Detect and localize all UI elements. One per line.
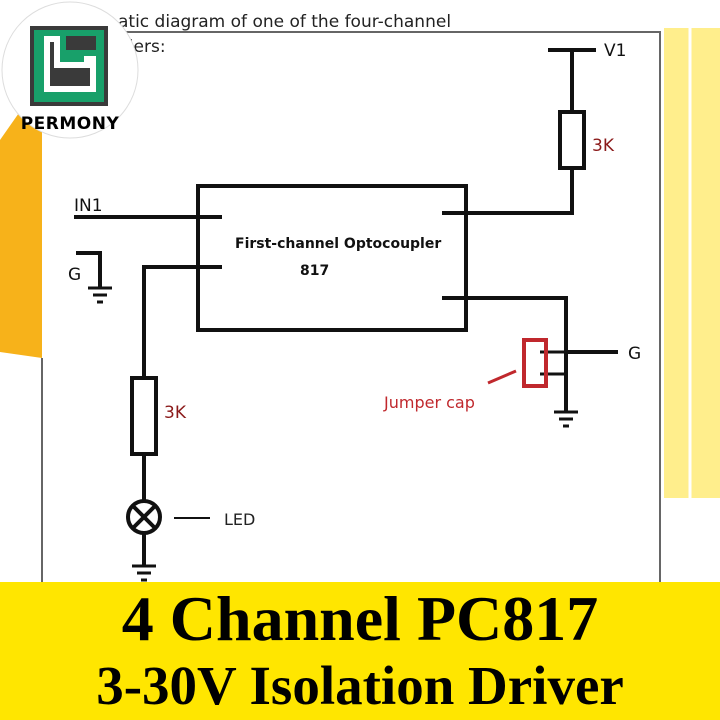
product-title-line2: 3-30V Isolation Driver [96, 655, 624, 716]
optocoupler-block [196, 184, 468, 332]
g-left-wire [76, 251, 102, 287]
led-lamp-icon [126, 499, 162, 535]
right-ground-icon [554, 410, 578, 428]
v1-label: V1 [604, 41, 626, 61]
top-resistor-label: 3K [592, 136, 615, 156]
led-label: LED [224, 510, 255, 529]
bottom-resistor [130, 376, 158, 456]
led-ground-icon [132, 564, 156, 582]
block-label-line1: First-channel Optocoupler [235, 236, 441, 252]
logo-mark-icon [30, 26, 108, 106]
jumper-cap [522, 338, 548, 388]
jumper-cap-label: Jumper cap [383, 393, 475, 412]
diagram-heading: atic diagram of one of the four-channel … [118, 10, 518, 60]
diagram-frame [41, 31, 661, 582]
title-banner [0, 582, 720, 720]
led-branch-wire [142, 265, 222, 378]
product-title-line1: 4 Channel PC817 [121, 583, 599, 654]
left-accent-band [0, 80, 42, 358]
bottom-resistor-label: 3K [164, 403, 187, 423]
output-upper-wire [442, 168, 574, 215]
g-right-label: G [628, 344, 641, 364]
logo-badge [1, 1, 139, 139]
heading-line1: atic diagram of one of the four-channel [118, 12, 452, 32]
top-resistor [558, 110, 586, 170]
brand-logo: PERMONY [0, 0, 140, 140]
jumper-cap-pointer [487, 369, 517, 385]
right-accent-band [664, 28, 720, 498]
block-label-line2: 817 [300, 263, 329, 279]
g-left-label: G [68, 265, 81, 285]
g-left-ground-icon [88, 286, 112, 304]
output-lower-wire [442, 296, 568, 385]
in1-label: IN1 [74, 196, 103, 216]
logo-text: PERMONY [20, 114, 120, 134]
